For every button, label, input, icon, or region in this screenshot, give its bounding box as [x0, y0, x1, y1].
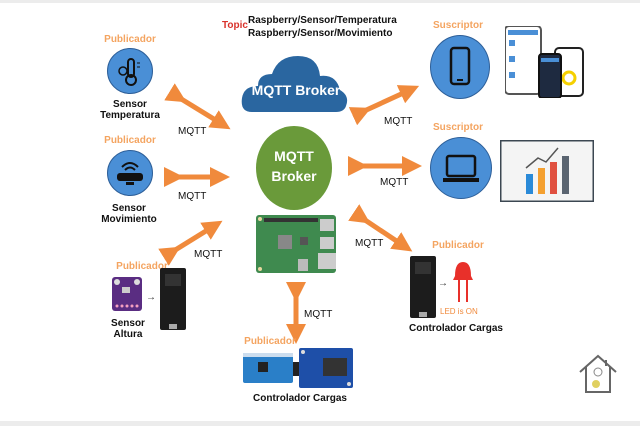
role-label: Publicador — [244, 336, 296, 347]
esp32-board — [410, 256, 436, 318]
laptop-icon — [443, 154, 479, 182]
arrow-right-icon: → — [146, 292, 156, 303]
esp32-board — [160, 268, 186, 330]
node-label: Controlador Cargas — [409, 323, 503, 334]
role-label: Suscriptor — [432, 122, 483, 133]
cloud-broker-icon — [241, 56, 348, 112]
arduino-esp-boards — [243, 348, 353, 388]
smart-home-logo — [579, 354, 617, 393]
topic-item: Raspberry/Sensor/Temperatura — [248, 15, 397, 26]
node-label-line: Temperatura — [100, 110, 160, 121]
arrow-phone — [348, 85, 420, 126]
top-border — [0, 0, 640, 3]
central-broker-label: MQTT Broker — [256, 146, 332, 186]
arrow-temperatura — [164, 83, 231, 130]
node-label: Controlador Cargas — [253, 393, 347, 404]
mqtt-label: MQTT — [384, 116, 413, 127]
central-broker-line1: MQTT — [274, 148, 314, 164]
mqtt-label: MQTT — [304, 309, 333, 320]
node-label: Sensor Movimiento — [96, 203, 162, 225]
role-label: Publicador — [116, 261, 168, 272]
mqtt-label: MQTT — [194, 249, 223, 260]
led-icon — [453, 262, 473, 302]
node-label-line: Sensor — [113, 99, 147, 110]
smartphone-icon — [449, 46, 471, 86]
arrow-right-icon: → — [438, 278, 448, 289]
node-label-line: Movimiento — [101, 214, 157, 225]
motion-sensor-icon — [117, 162, 143, 185]
central-broker — [256, 126, 332, 210]
topic-label: Topic — [222, 20, 248, 31]
bottom-border — [0, 421, 640, 426]
role-label: Publicador — [104, 135, 156, 146]
cloud-broker-label: MQTT Broker — [251, 82, 341, 98]
thermometer-icon — [118, 58, 140, 86]
role-label: Publicador — [432, 240, 484, 251]
suscriptor-phone-node — [430, 35, 490, 99]
raspberry-pi-board — [256, 215, 336, 273]
node-label: Sensor Temperatura — [100, 99, 160, 121]
mqtt-label: MQTT — [178, 126, 207, 137]
arrow-right-controller — [348, 204, 413, 252]
arrow-altura — [158, 220, 223, 266]
mqtt-label: MQTT — [380, 177, 409, 188]
topic-item: Raspberry/Sensor/Movimiento — [248, 28, 393, 39]
role-label: Publicador — [104, 34, 156, 45]
node-label-line: Sensor — [111, 318, 145, 329]
analytics-dashboard — [500, 140, 594, 202]
node-label-line: Sensor — [112, 203, 146, 214]
mqtt-label: MQTT — [178, 191, 207, 202]
sensor-temperatura-node — [107, 48, 153, 94]
node-label: Sensor Altura — [108, 318, 148, 340]
role-label: Suscriptor — [432, 20, 483, 31]
sensor-movimiento-node — [107, 150, 153, 196]
mobile-app-screens — [505, 26, 584, 98]
mqtt-label: MQTT — [355, 238, 384, 249]
topic-list: Raspberry/Sensor/Temperatura Raspberry/S… — [248, 14, 397, 40]
node-label-line: Altura — [113, 329, 143, 340]
led-status: LED is ON — [440, 307, 478, 316]
suscriptor-laptop-node — [430, 137, 492, 199]
central-broker-line2: Broker — [271, 168, 317, 184]
altitude-sensor-board — [112, 277, 142, 311]
